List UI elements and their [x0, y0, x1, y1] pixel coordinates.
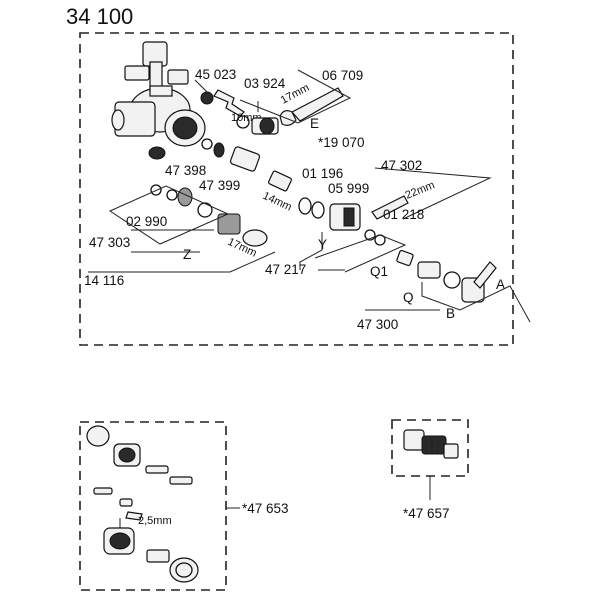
main-assembly-frame — [79, 32, 514, 346]
o-ring-e — [236, 115, 250, 129]
dim-2-5mm: 2,5mm — [138, 515, 172, 527]
spindle-q1 — [396, 249, 414, 267]
part-47653-label: *47 653 — [242, 501, 289, 516]
part-01196-label: 01 196 — [302, 166, 343, 181]
filter-screen — [148, 146, 166, 160]
lever-a — [473, 261, 497, 289]
part-19070-label: *19 070 — [318, 135, 365, 150]
wrench-22mm — [371, 195, 409, 220]
valve-body — [111, 41, 206, 147]
allen-key-03924 — [213, 89, 245, 117]
letter-Y: Y — [318, 237, 327, 252]
dim-14mm: 14mm — [261, 190, 294, 214]
letter-Z: Z — [183, 247, 191, 262]
letter-B: B — [446, 306, 455, 321]
letter-E: E — [310, 116, 319, 131]
part-47398-label: 47 398 — [165, 163, 206, 178]
bushing-47399 — [229, 146, 261, 172]
cap-45023 — [200, 91, 214, 105]
diagram-title: 34 100 — [66, 4, 133, 29]
kit-47657-cartridge — [403, 429, 459, 459]
part-03924-label: 03 924 — [244, 76, 286, 91]
kit-47653-parts — [86, 425, 199, 583]
seal-47398 — [213, 142, 225, 158]
part-47399-label: 47 399 — [199, 178, 240, 193]
dim-22mm: 22mm — [404, 179, 437, 202]
part-14116-label: 14 116 — [84, 273, 124, 288]
letter-Q: Q — [403, 290, 414, 305]
letter-A: A — [496, 277, 505, 292]
letter-Q1: Q1 — [370, 264, 388, 279]
adapter-q — [417, 261, 441, 279]
part-47300-label: 47 300 — [357, 317, 398, 332]
kit-47653-frame — [79, 421, 227, 591]
part-02990-label: 02 990 — [126, 214, 167, 229]
part-01218-label: 01 218 — [383, 207, 424, 222]
part-05999-label: 05 999 — [328, 181, 369, 196]
part-47303-label: 47 303 — [89, 235, 130, 250]
wrench-06709 — [291, 87, 344, 122]
part-06709-label: 06 709 — [322, 68, 363, 83]
part-45023-label: 45 023 — [195, 67, 236, 82]
part-47657-label: *47 657 — [403, 506, 450, 521]
part-47217-label: 47 217 — [265, 262, 306, 277]
nut-14mm — [268, 170, 292, 192]
